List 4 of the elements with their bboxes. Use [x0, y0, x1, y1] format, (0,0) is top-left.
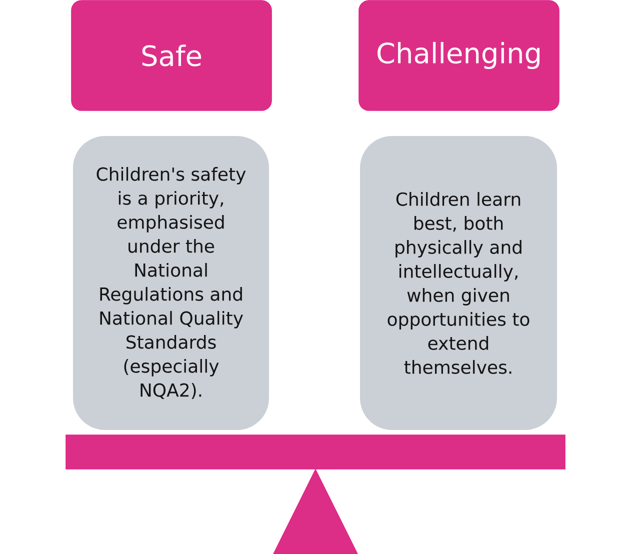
text-card: Children's safety is a priority, emphasised under the National Regulations and National Quality Standards (especially NQA2). — [73, 136, 269, 430]
header-box: Challenging — [358, 0, 560, 111]
header-box: Safe — [71, 0, 272, 111]
text-card: Children learn best, both physically and intellectually, when given opportunities to extend themselves. — [360, 136, 557, 430]
